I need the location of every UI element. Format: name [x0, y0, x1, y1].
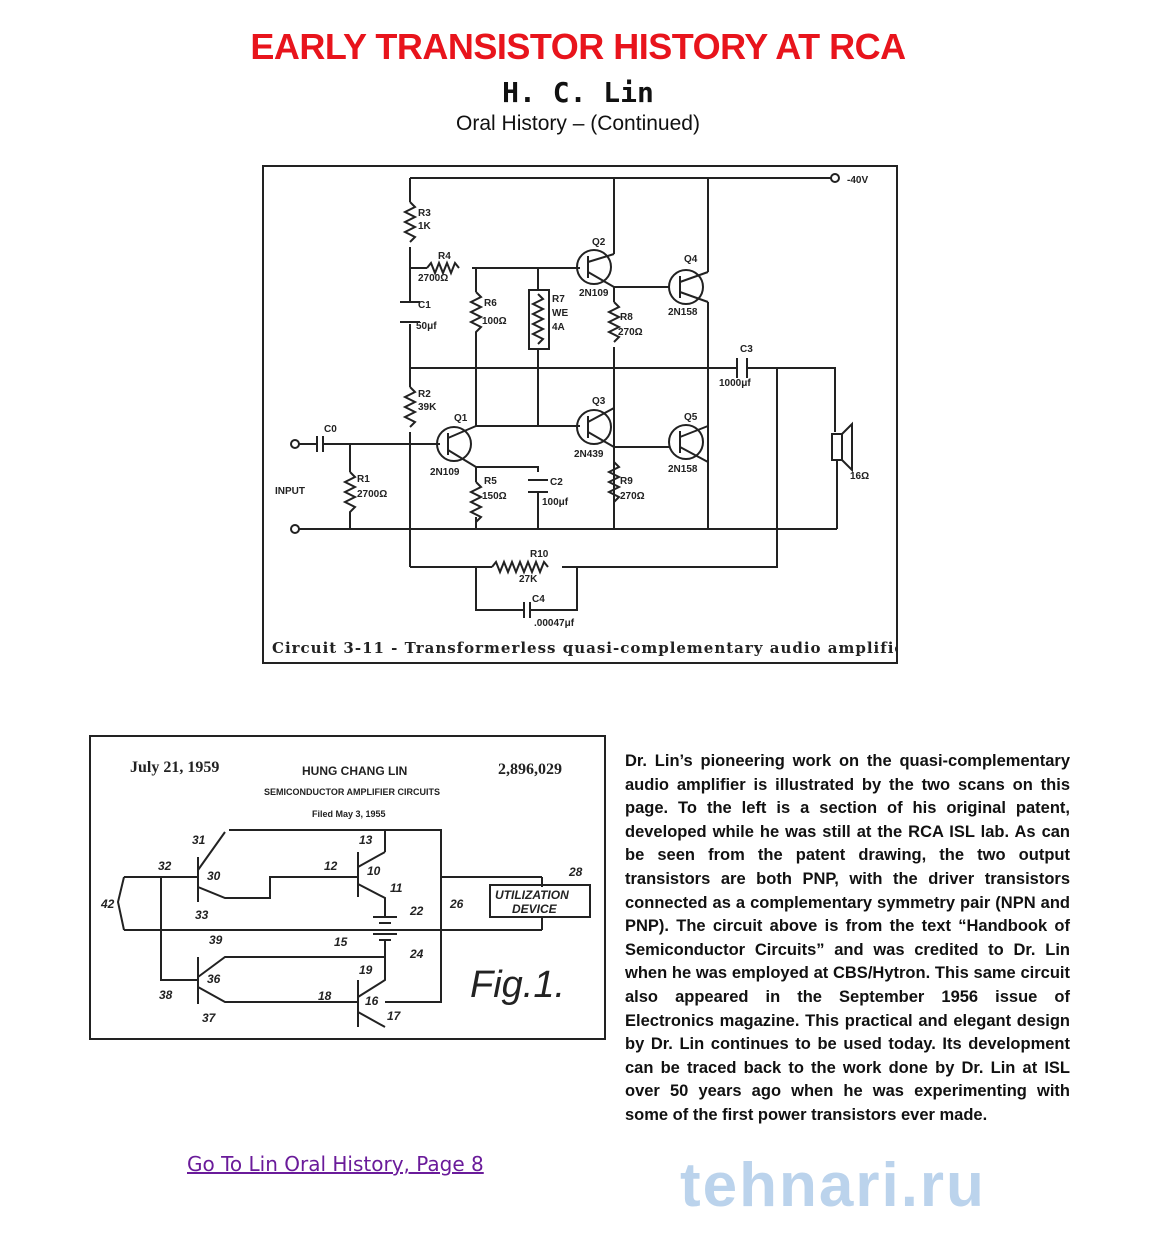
- r7-label: R7: [552, 294, 565, 305]
- transistor-q3: [576, 409, 612, 445]
- device-label-1: UTILIZATION: [495, 888, 569, 902]
- utilization-device-box: [489, 884, 591, 918]
- ref-19: 19: [359, 963, 373, 977]
- ref-39: 39: [209, 933, 223, 947]
- r2-value: 39K: [418, 402, 437, 413]
- author-name: H. C. Lin: [502, 76, 654, 109]
- q4-type: 2N158: [668, 307, 698, 318]
- r3-label: R3: [418, 208, 431, 219]
- r5-value: 150Ω: [482, 491, 507, 502]
- q3-label: Q3: [592, 396, 606, 407]
- q2-label: Q2: [592, 237, 606, 248]
- c4-value: .00047μf: [534, 618, 575, 629]
- ref-17: 17: [387, 1009, 402, 1023]
- ref-36: 36: [207, 972, 221, 986]
- ref-16: 16: [365, 994, 379, 1008]
- figure-label: Fig.1.: [470, 964, 565, 1006]
- ref-22: 22: [409, 904, 424, 918]
- q2-type: 2N109: [579, 288, 609, 299]
- c2-value: 100μf: [542, 497, 569, 508]
- r9-value: 270Ω: [620, 491, 645, 502]
- r9-label: R9: [620, 476, 633, 487]
- r6-value: 100Ω: [482, 316, 507, 327]
- r4-label: R4: [438, 251, 451, 262]
- ref-15: 15: [334, 935, 348, 949]
- ref-12: 12: [324, 859, 338, 873]
- next-page-link[interactable]: Go To Lin Oral History, Page 8: [187, 1152, 484, 1176]
- amplifier-schematic: -40V 1000μf C3 R3 1K R4 2700Ω C1 50μf R6…: [272, 173, 913, 657]
- patent-name: SEMICONDUCTOR AMPLIFIER CIRCUITS: [264, 787, 440, 797]
- patent-filed-date: Filed May 3, 1955: [312, 809, 386, 819]
- ref-18: 18: [318, 989, 332, 1003]
- patent-schematic: July 21, 1959 HUNG CHANG LIN 2,896,029 S…: [100, 759, 591, 1028]
- supply-label: -40V: [847, 175, 868, 186]
- ref-42: 42: [100, 897, 115, 911]
- r1-label: R1: [357, 474, 370, 485]
- amplifier-schematic-figure: -40V 1000μf C3 R3 1K R4 2700Ω C1 50μf R6…: [262, 165, 913, 664]
- c4-label: C4: [532, 594, 545, 605]
- description-paragraph: Dr. Lin’s pioneering work on the quasi-c…: [625, 752, 1070, 1124]
- r2-label: R2: [418, 389, 431, 400]
- c1-value: 50μf: [416, 321, 437, 332]
- ref-24: 24: [409, 947, 424, 961]
- r7-value-1: WE: [552, 308, 568, 319]
- ref-11: 11: [390, 881, 403, 895]
- speaker-impedance: 16Ω: [850, 471, 869, 482]
- ref-26: 26: [449, 897, 464, 911]
- q1-type: 2N109: [430, 467, 460, 478]
- q5-type: 2N158: [668, 464, 698, 475]
- circuit-caption: Circuit 3-11 - Transformerless quasi-com…: [272, 639, 896, 657]
- ref-13: 13: [359, 833, 373, 847]
- speaker-icon: [831, 433, 843, 461]
- patent-drawing-figure: July 21, 1959 HUNG CHANG LIN 2,896,029 S…: [89, 735, 606, 1040]
- q1-label: Q1: [454, 413, 468, 424]
- input-label: INPUT: [275, 486, 305, 497]
- patent-number: 2,896,029: [498, 761, 562, 778]
- r10-label: R10: [530, 549, 549, 560]
- ref-28: 28: [568, 865, 583, 879]
- transistor-q1: [436, 426, 472, 462]
- r6-label: R6: [484, 298, 497, 309]
- c3-label: C3: [740, 344, 753, 355]
- capacitor-c1: [400, 301, 420, 323]
- q4-label: Q4: [684, 254, 698, 265]
- device-label-2: DEVICE: [512, 902, 558, 916]
- c3-value: 1000μf: [719, 378, 751, 389]
- c1-label: C1: [418, 300, 431, 311]
- ref-33: 33: [195, 908, 209, 922]
- q5-label: Q5: [684, 412, 698, 423]
- ref-10: 10: [367, 864, 381, 878]
- ref-37: 37: [202, 1011, 217, 1025]
- ref-38: 38: [159, 988, 173, 1002]
- transistor-q5: [668, 424, 704, 460]
- r8-label: R8: [620, 312, 633, 323]
- r8-value: 270Ω: [618, 327, 643, 338]
- c2-label: C2: [550, 477, 563, 488]
- patent-date: July 21, 1959: [130, 759, 219, 776]
- transistor-q4: [668, 269, 704, 305]
- ref-31: 31: [192, 833, 206, 847]
- page-title: EARLY TRANSISTOR HISTORY AT RCA: [250, 26, 906, 67]
- ref-30: 30: [207, 869, 221, 883]
- q3-type: 2N439: [574, 449, 604, 460]
- ref-32: 32: [158, 859, 172, 873]
- resistor-r3: [402, 201, 418, 243]
- r10-value: 27K: [519, 574, 538, 585]
- page-subtitle: Oral History – (Continued): [456, 112, 700, 135]
- r1-value: 2700Ω: [357, 489, 387, 500]
- transistor-q2: [576, 249, 612, 285]
- c0-label: C0: [324, 424, 337, 435]
- r4-value: 2700Ω: [418, 273, 448, 284]
- patent-inventor: HUNG CHANG LIN: [302, 764, 407, 778]
- r3-value: 1K: [418, 221, 432, 232]
- r5-label: R5: [484, 476, 497, 487]
- watermark: tehnari.ru: [680, 1151, 986, 1220]
- r7-value-2: 4A: [552, 322, 565, 333]
